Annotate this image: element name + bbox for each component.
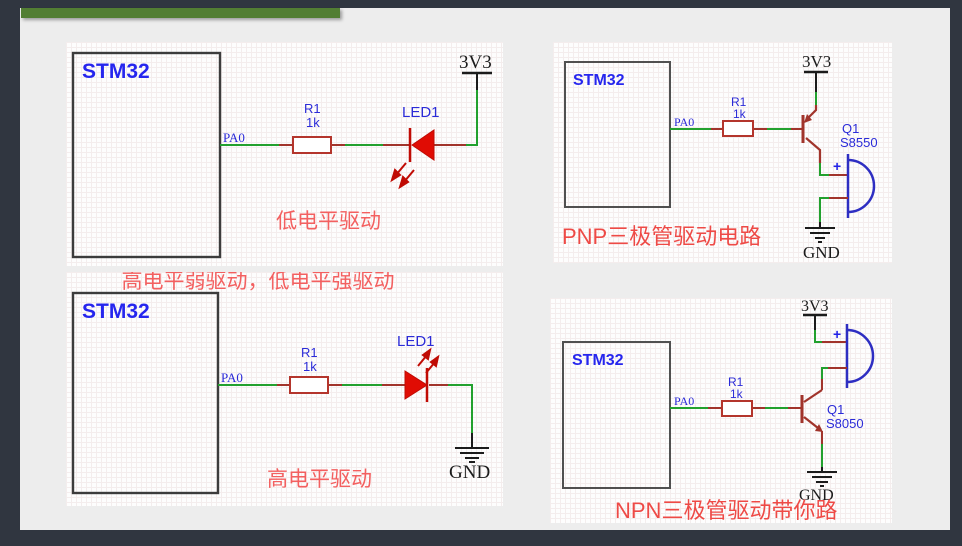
resistor-symbol — [722, 120, 754, 137]
caption-pnp-drive: PNP三极管驱动电路 — [562, 224, 761, 249]
wire — [345, 90, 478, 146]
ground-net-label: GND — [803, 243, 840, 262]
resistor-symbol — [289, 376, 329, 394]
schematic-npn-drive: STM32 PA0 3V3 + R1 1k Q1 S8050 — [562, 298, 875, 523]
resistor-ref: R1 — [728, 375, 744, 389]
pin-label: PA0 — [223, 130, 245, 145]
pin-label: PA0 — [221, 370, 243, 385]
circuit-panel-pnp-drive: STM32 PA0 R1 1k 3V3 Q1 S8550 + — [553, 42, 892, 263]
buzzer-symbol — [845, 324, 875, 388]
buzzer-symbol — [846, 154, 876, 218]
power-net-label: 3V3 — [801, 298, 829, 315]
wire — [342, 384, 473, 433]
wire — [821, 367, 828, 379]
resistor-ref: R1 — [301, 345, 318, 360]
transistor-value: S8050 — [826, 416, 864, 431]
circuit-panel-low-level-drive: STM32 PA0 3V3 R1 1k LED1 低电平驱动 — [66, 42, 503, 266]
caption-npn-drive: NPN三极管驱动带你路 — [615, 498, 837, 523]
stm32-box — [71, 291, 220, 495]
npn-transistor-symbol — [800, 389, 823, 432]
accent-bar — [21, 8, 340, 18]
resistor-ref: R1 — [304, 101, 321, 116]
led-ref: LED1 — [397, 333, 435, 350]
resistor-value: 1k — [730, 387, 744, 401]
led-symbol — [404, 347, 440, 402]
wire — [819, 163, 829, 176]
resistor-value: 1k — [303, 359, 317, 374]
caption-low-level-drive: 低电平驱动 — [276, 210, 381, 233]
stm32-box — [71, 51, 222, 259]
header-drive-note: 高电平弱驱动，低电平强驱动 — [122, 272, 395, 293]
resistor-value: 1k — [306, 115, 320, 130]
ground-symbol — [807, 471, 837, 487]
wire — [819, 197, 829, 222]
schematic-high-level-drive: 高电平弱驱动，低电平强驱动 STM32 PA0 R1 1k LED1 GND 高… — [71, 272, 490, 495]
wire — [814, 330, 822, 343]
chip-label: STM32 — [82, 300, 150, 323]
transistor-ref: Q1 — [827, 402, 844, 417]
ground-net-label: GND — [449, 462, 490, 483]
stm32-box — [562, 341, 671, 489]
circuit-panel-npn-drive: STM32 PA0 3V3 + R1 1k Q1 S8050 — [550, 298, 892, 523]
transistor-ref: Q1 — [842, 121, 859, 136]
chip-label: STM32 — [82, 60, 150, 83]
buzzer-plus-label: + — [833, 158, 841, 174]
buzzer-plus-label: + — [833, 326, 841, 342]
resistor-symbol — [292, 136, 332, 154]
power-net-label: 3V3 — [459, 52, 492, 73]
pin-label: PA0 — [674, 115, 694, 129]
transistor-value: S8550 — [840, 135, 878, 150]
resistor-value: 1k — [733, 107, 747, 121]
schematic-low-level-drive: STM32 PA0 3V3 R1 1k LED1 低电平驱动 — [71, 51, 492, 259]
schematic-pnp-drive: STM32 PA0 R1 1k 3V3 Q1 S8550 + — [562, 52, 878, 262]
ground-symbol — [805, 227, 835, 243]
pin-label: PA0 — [674, 394, 694, 408]
chip-label: STM32 — [572, 352, 624, 369]
ground-symbol — [455, 447, 489, 463]
pnp-transistor-symbol — [801, 105, 822, 163]
circuit-panel-high-level-drive: 高电平弱驱动，低电平强驱动 STM32 PA0 R1 1k LED1 GND 高… — [66, 272, 503, 506]
caption-high-level-drive: 高电平驱动 — [267, 468, 372, 491]
power-net-label: 3V3 — [802, 52, 831, 71]
resistor-ref: R1 — [731, 95, 747, 109]
ground-net-label: GND — [799, 487, 834, 504]
led-ref: LED1 — [402, 104, 440, 121]
led-symbol — [390, 128, 435, 190]
resistor-symbol — [721, 400, 753, 417]
stm32-box — [564, 61, 671, 208]
chip-label: STM32 — [573, 72, 625, 89]
